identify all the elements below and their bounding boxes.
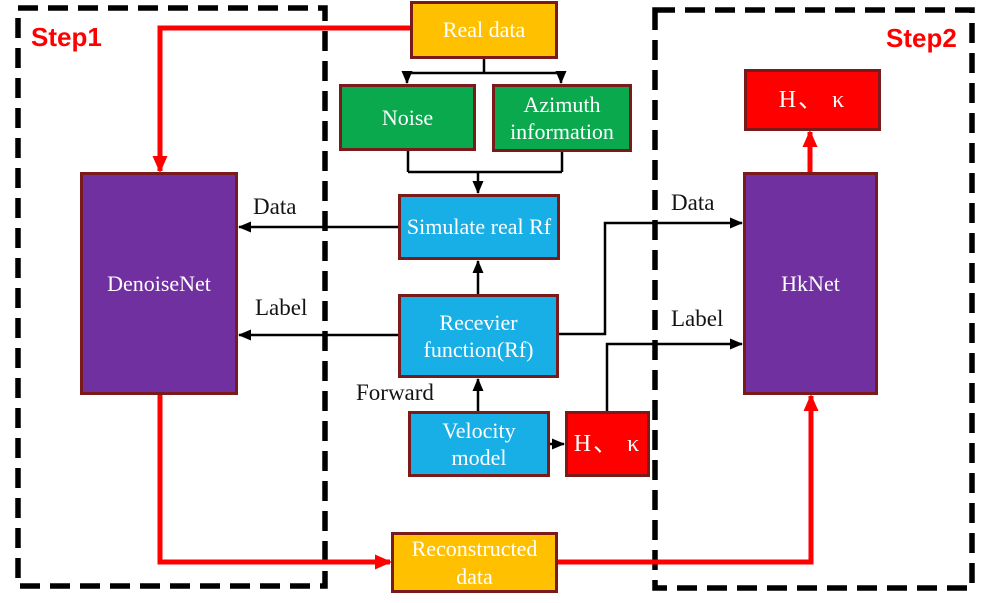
edge-label-label-right: Label: [671, 306, 724, 331]
node-hknet: HkNet: [743, 172, 878, 395]
node-denoisenet: DenoiseNet: [80, 172, 238, 395]
node-receiver-function: Recevier function(Rf): [398, 294, 559, 378]
edge-label-label-left: Label: [255, 295, 308, 320]
node-azimuth-information: Azimuth information: [492, 84, 632, 152]
edge-label-data-right: Data: [671, 190, 715, 215]
edge-label-forward: Forward: [356, 380, 434, 405]
node-reconstructed-data: Reconstructed data: [391, 532, 558, 593]
node-velocity-model: Velocity model: [408, 411, 550, 477]
step1-label: Step1: [31, 22, 102, 52]
node-hk-step2: H、 κ: [744, 69, 881, 131]
step2-boundary: [652, 7, 975, 591]
node-simulate-real-rf: Simulate real Rf: [398, 194, 560, 260]
step1-boundary: [15, 5, 328, 589]
edge-label-data-left: Data: [253, 194, 297, 219]
node-noise: Noise: [339, 84, 476, 151]
node-real-data: Real data: [410, 1, 558, 59]
step2-label: Step2: [886, 23, 957, 53]
node-hk-step1: H、 κ: [565, 411, 650, 477]
